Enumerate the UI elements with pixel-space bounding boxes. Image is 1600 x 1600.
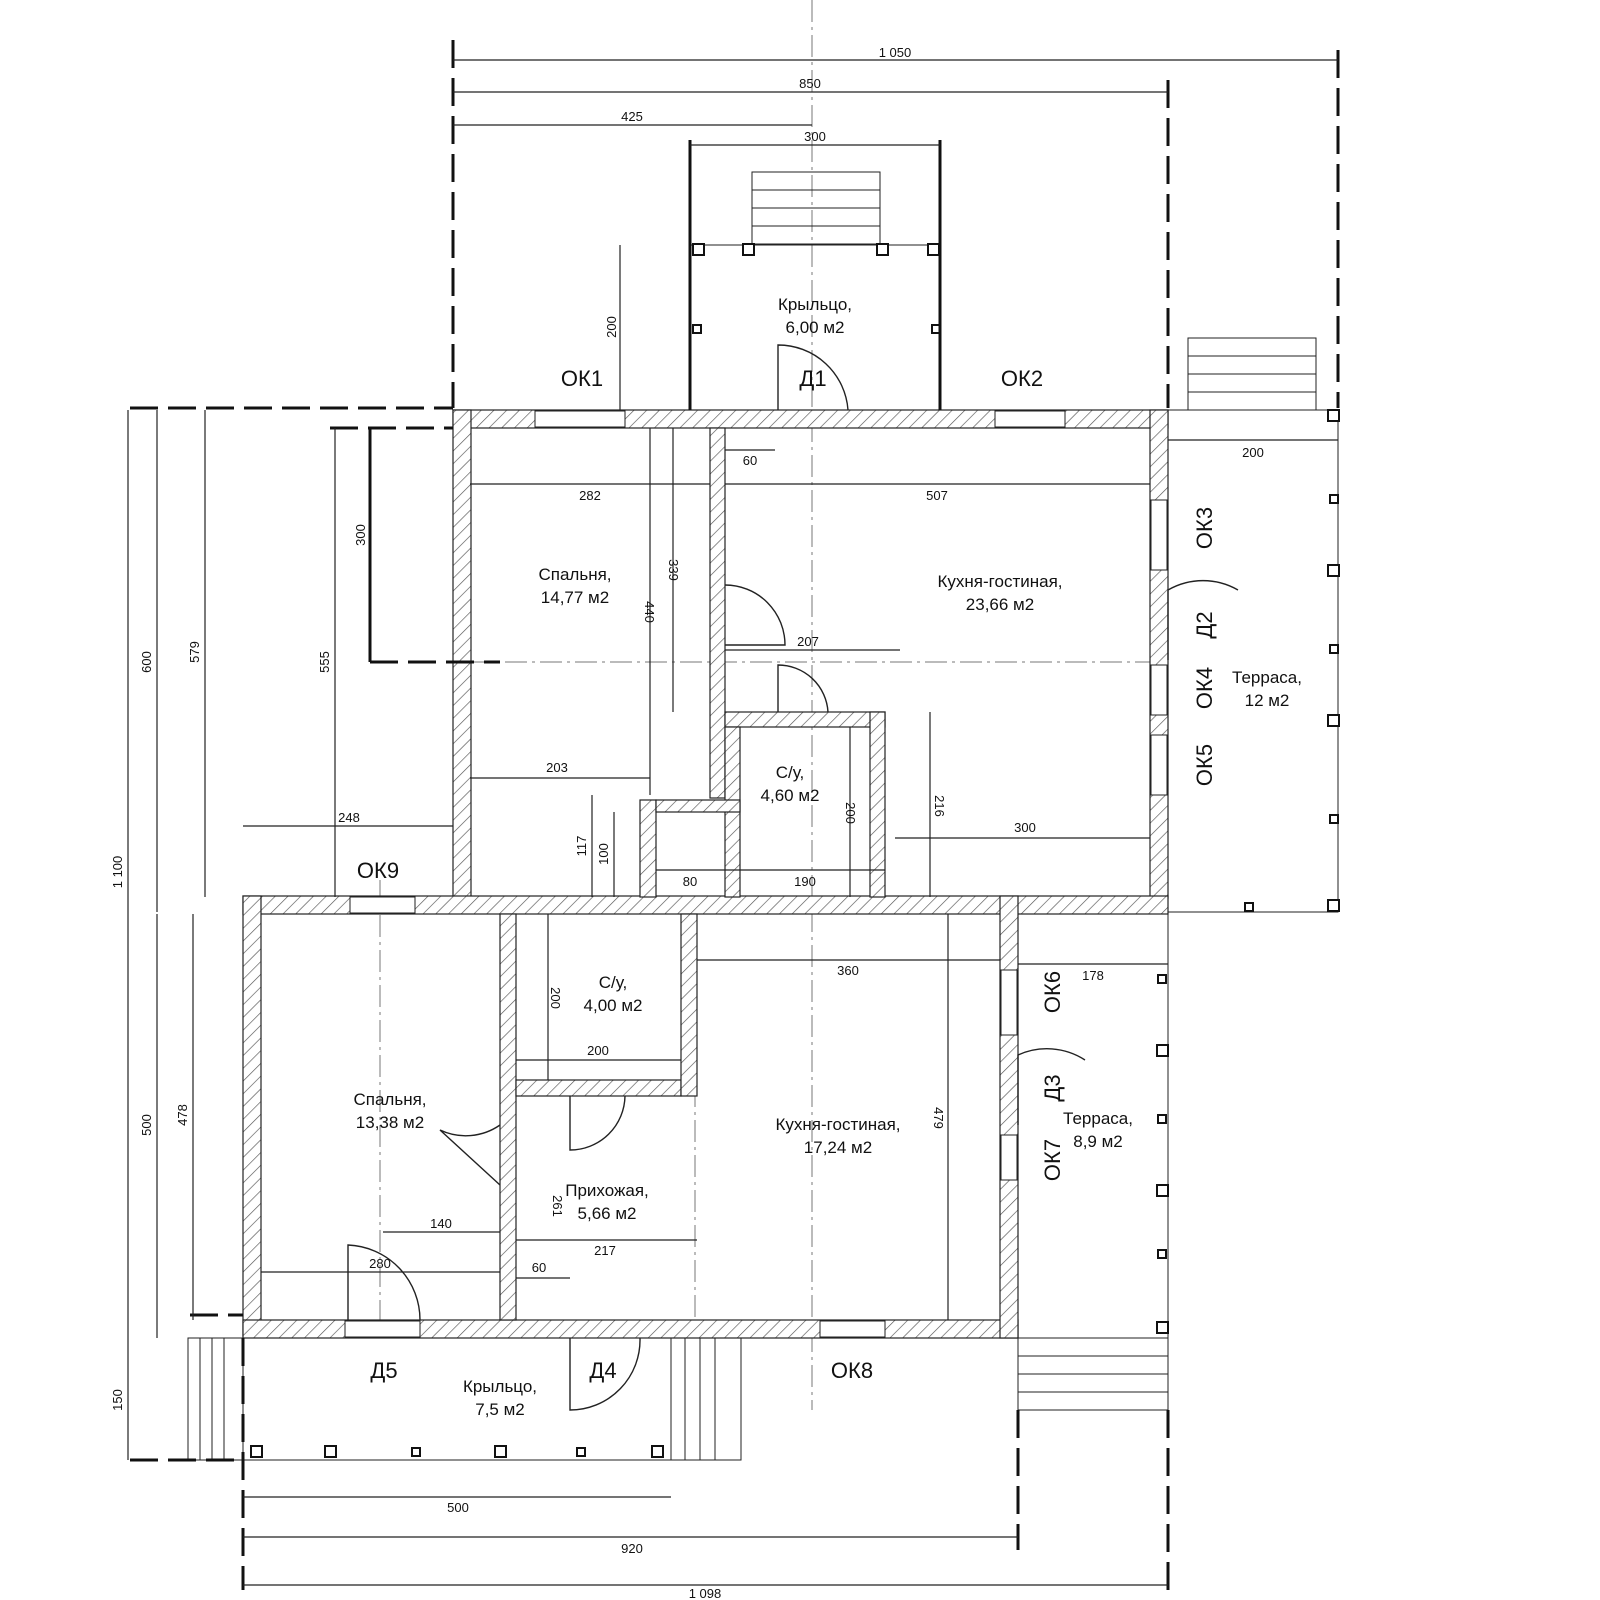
kitchen-top-area: 23,66 м2 bbox=[966, 595, 1034, 614]
porch-top-name: Крыльцо, bbox=[778, 295, 852, 314]
wc-top-area: 4,60 м2 bbox=[761, 786, 820, 805]
dim-1100: 1 100 bbox=[110, 856, 125, 889]
window-openings bbox=[344, 410, 1168, 1338]
hall-name: Прихожая, bbox=[565, 1181, 649, 1200]
dim-178: 178 bbox=[1082, 968, 1104, 983]
dim-920: 920 bbox=[621, 1541, 643, 1556]
dim-300-left: 300 bbox=[353, 524, 368, 546]
porch-bottom-area: 7,5 м2 bbox=[475, 1400, 525, 1419]
terrace-bottom-name: Терраса, bbox=[1063, 1109, 1133, 1128]
dim-555: 555 bbox=[317, 651, 332, 673]
terrace-right-area: 12 м2 bbox=[1245, 691, 1290, 710]
kitchen-bottom-name: Кухня-гостиная, bbox=[776, 1115, 901, 1134]
dim-200-wc2-w: 200 bbox=[587, 1043, 609, 1058]
dim-60-bottom: 60 bbox=[532, 1260, 546, 1275]
dim-140: 140 bbox=[430, 1216, 452, 1231]
label-ok5: ОК5 bbox=[1192, 744, 1217, 786]
dim-339: 339 bbox=[666, 559, 681, 581]
dim-248: 248 bbox=[338, 810, 360, 825]
dim-507: 507 bbox=[926, 488, 948, 503]
dim-425: 425 bbox=[621, 109, 643, 124]
dim-282: 282 bbox=[579, 488, 601, 503]
dim-60-top: 60 bbox=[743, 453, 757, 468]
kitchen-top-name: Кухня-гостиная, bbox=[938, 572, 1063, 591]
dim-207: 207 bbox=[797, 634, 819, 649]
dim-500-left: 500 bbox=[139, 1114, 154, 1136]
label-ok4: ОК4 bbox=[1192, 667, 1217, 709]
label-ok6: ОК6 bbox=[1040, 971, 1065, 1013]
dim-579: 579 bbox=[187, 641, 202, 663]
dim-479: 479 bbox=[931, 1107, 946, 1129]
dim-117: 117 bbox=[574, 836, 589, 857]
bedroom-bottom-name: Спальня, bbox=[353, 1090, 426, 1109]
dim-261: 261 bbox=[550, 1195, 565, 1217]
dim-203: 203 bbox=[546, 760, 568, 775]
bedroom-top-name: Спальня, bbox=[538, 565, 611, 584]
dim-1098: 1 098 bbox=[689, 1586, 722, 1600]
label-ok9: ОК9 bbox=[357, 858, 399, 883]
bedroom-top-area: 14,77 м2 bbox=[541, 588, 609, 607]
dim-360: 360 bbox=[837, 963, 859, 978]
dim-850: 850 bbox=[799, 76, 821, 91]
dim-478: 478 bbox=[175, 1104, 190, 1126]
terrace-bottom-area: 8,9 м2 bbox=[1073, 1132, 1123, 1151]
label-ok3: ОК3 bbox=[1192, 507, 1217, 549]
dim-280: 280 bbox=[369, 1256, 391, 1271]
kitchen-bottom-area: 17,24 м2 bbox=[804, 1138, 872, 1157]
dim-80: 80 bbox=[683, 874, 697, 889]
porch-top-area: 6,00 м2 bbox=[786, 318, 845, 337]
porches-terraces bbox=[187, 171, 1340, 1461]
label-d2: Д2 bbox=[1192, 611, 1217, 638]
label-ok7: ОК7 bbox=[1040, 1139, 1065, 1181]
dim-200-wc2-h: 200 bbox=[548, 987, 563, 1009]
doors bbox=[347, 344, 1239, 1411]
bedroom-bottom-area: 13,38 м2 bbox=[356, 1113, 424, 1132]
guide-lines bbox=[130, 40, 1340, 1590]
dim-190: 190 bbox=[794, 874, 816, 889]
dim-300-top: 300 bbox=[804, 129, 826, 144]
dim-216: 216 bbox=[932, 795, 947, 817]
porch-bottom-name: Крыльцо, bbox=[463, 1377, 537, 1396]
dim-600: 600 bbox=[139, 651, 154, 673]
label-ok8: ОК8 bbox=[831, 1358, 873, 1383]
dim-440: 440 bbox=[642, 601, 657, 623]
dim-300-kitchen: 300 bbox=[1014, 820, 1036, 835]
dimension-lines bbox=[127, 59, 1338, 1586]
axis-lines bbox=[379, 0, 1160, 1410]
wc-top-name: С/у, bbox=[776, 763, 805, 782]
dim-500-bottom: 500 bbox=[447, 1500, 469, 1515]
dim-200-wc: 200 bbox=[843, 802, 858, 824]
dimension-values: 1 050 850 425 300 200 200 60 282 507 339… bbox=[110, 45, 1264, 1600]
label-d3: Д3 bbox=[1040, 1074, 1065, 1101]
dim-200-porch: 200 bbox=[604, 316, 619, 338]
label-ok1: ОК1 bbox=[561, 366, 603, 391]
wc-bottom-area: 4,00 м2 bbox=[584, 996, 643, 1015]
label-d1: Д1 bbox=[799, 366, 826, 391]
label-d5: Д5 bbox=[370, 1358, 397, 1383]
dim-100: 100 bbox=[596, 843, 611, 865]
dim-217: 217 bbox=[594, 1243, 616, 1258]
opening-labels: ОК1 ОК2 Д1 ОК3 Д2 ОК4 ОК5 ОК9 ОК6 Д3 ОК7… bbox=[357, 366, 1217, 1383]
wc-bottom-name: С/у, bbox=[599, 973, 628, 992]
dim-1050: 1 050 bbox=[879, 45, 912, 60]
label-d4: Д4 bbox=[589, 1358, 616, 1383]
terrace-right-name: Терраса, bbox=[1232, 668, 1302, 687]
label-ok2: ОК2 bbox=[1001, 366, 1043, 391]
dim-200-terrace: 200 bbox=[1242, 445, 1264, 460]
hall-area: 5,66 м2 bbox=[578, 1204, 637, 1223]
dim-150: 150 bbox=[110, 1389, 125, 1411]
room-labels: Крыльцо, 6,00 м2 Спальня, 14,77 м2 Кухня… bbox=[353, 295, 1301, 1419]
